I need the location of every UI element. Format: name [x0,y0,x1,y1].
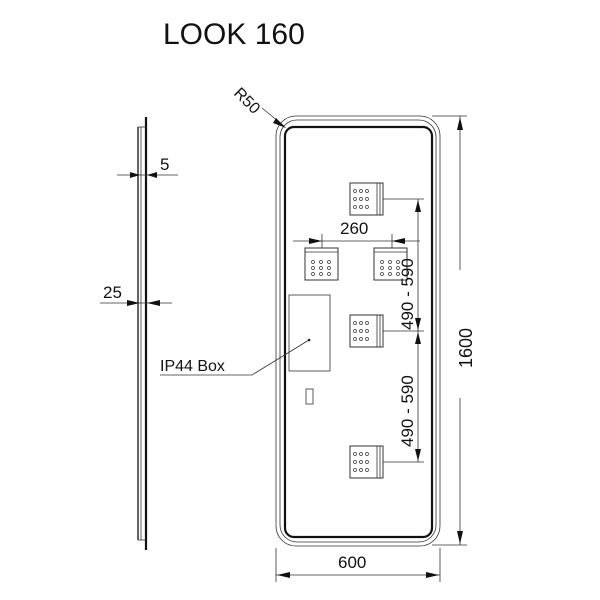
mounting-bracket [349,314,384,348]
horizontal-spacing-label: 260 [340,219,368,238]
radius-label: R50 [230,85,263,118]
drawing-title: LOOK 160 [163,18,305,51]
mounting-bracket [349,445,384,479]
ip44-box [288,294,331,405]
frame-depth-label: 5 [160,155,169,174]
height-label: 1600 [456,328,476,368]
mounting-bracket [373,247,408,281]
vertical-spacing-upper-label: 490 - 590 [398,258,417,330]
total-depth-label: 25 [103,283,122,302]
mounting-bracket [349,182,384,216]
width-label: 600 [338,553,366,572]
mirror-outline [275,115,441,547]
ip44-box-label: IP44 Box [160,358,225,375]
mounting-bracket [304,247,339,281]
vertical-spacing-lower-label: 490 - 590 [398,375,417,447]
side-profile: 5 25 [100,117,178,550]
